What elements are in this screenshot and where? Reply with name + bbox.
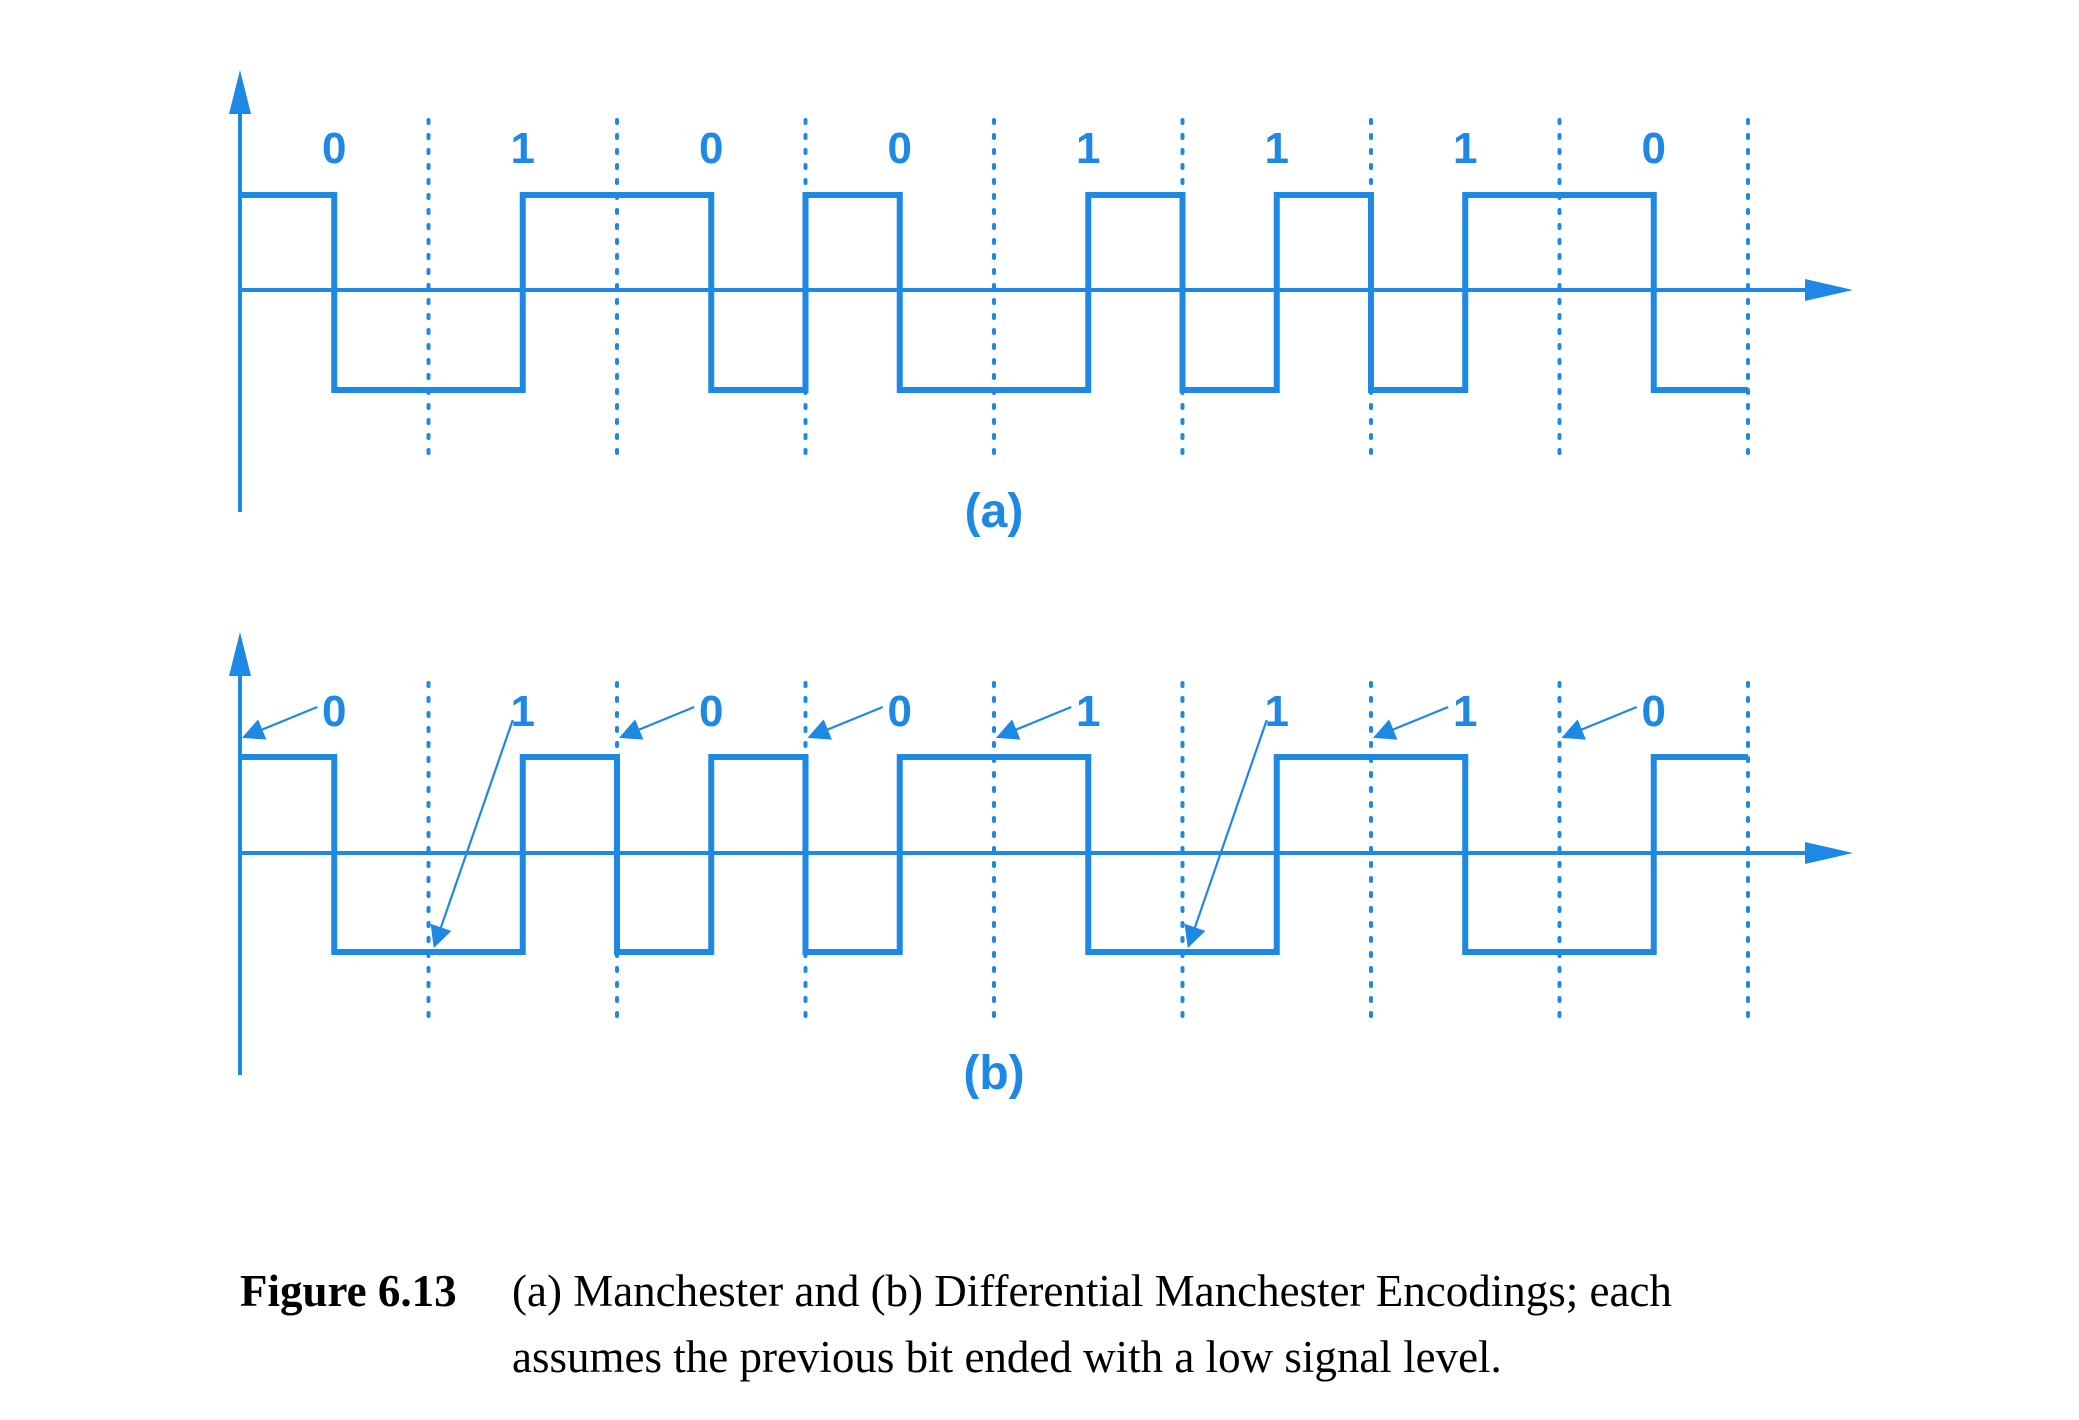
caption-line-1: (a) Manchester and (b) Differential Manc… (512, 1266, 1672, 1316)
bit-label: 1 (1265, 687, 1289, 736)
manchester-diagram: 0 1 0 0 1 1 1 0 (a) (229, 70, 1853, 538)
differential-manchester-diagram: 0 1 0 0 1 1 1 0 (b) (229, 632, 1853, 1100)
bit-label: 0 (699, 124, 723, 173)
transition-arrow (241, 705, 318, 740)
bit-label: 1 (511, 124, 535, 173)
transition-arrow (430, 719, 514, 949)
transition-arrow (1184, 719, 1268, 949)
caption-line-2: assumes the previous bit ended with a lo… (512, 1332, 1502, 1382)
x-axis-arrow-icon (1805, 279, 1853, 301)
bit-label: 1 (511, 687, 535, 736)
bit-label: 1 (1265, 124, 1289, 173)
bit-label: 0 (322, 124, 346, 173)
signal-waveform (240, 754, 1748, 955)
transition-arrow (618, 705, 695, 740)
transition-arrow (807, 705, 884, 740)
bit-label: 0 (888, 124, 912, 173)
bit-label: 0 (699, 687, 723, 736)
transition-arrow (995, 705, 1072, 740)
bit-label: 0 (888, 687, 912, 736)
x-axis-arrow-icon (1805, 842, 1853, 864)
y-axis-arrow-icon (229, 632, 251, 676)
bit-label: 0 (1642, 687, 1666, 736)
panel-label: (a) (965, 485, 1024, 538)
y-axis-arrow-icon (229, 70, 251, 114)
bit-label: 1 (1453, 124, 1477, 173)
bit-label: 1 (1453, 687, 1477, 736)
signal-waveform (240, 192, 1748, 393)
bit-label: 0 (322, 687, 346, 736)
transition-arrow (1372, 705, 1449, 740)
figure-caption: Figure 6.13 (a) Manchester and (b) Diffe… (240, 1258, 1860, 1390)
bit-label: 1 (1076, 124, 1100, 173)
bit-label: 1 (1076, 687, 1100, 736)
transition-arrow (1561, 705, 1638, 740)
panel-label: (b) (963, 1047, 1024, 1100)
bit-label: 0 (1642, 124, 1666, 173)
figure-number: Figure 6.13 (240, 1266, 457, 1316)
